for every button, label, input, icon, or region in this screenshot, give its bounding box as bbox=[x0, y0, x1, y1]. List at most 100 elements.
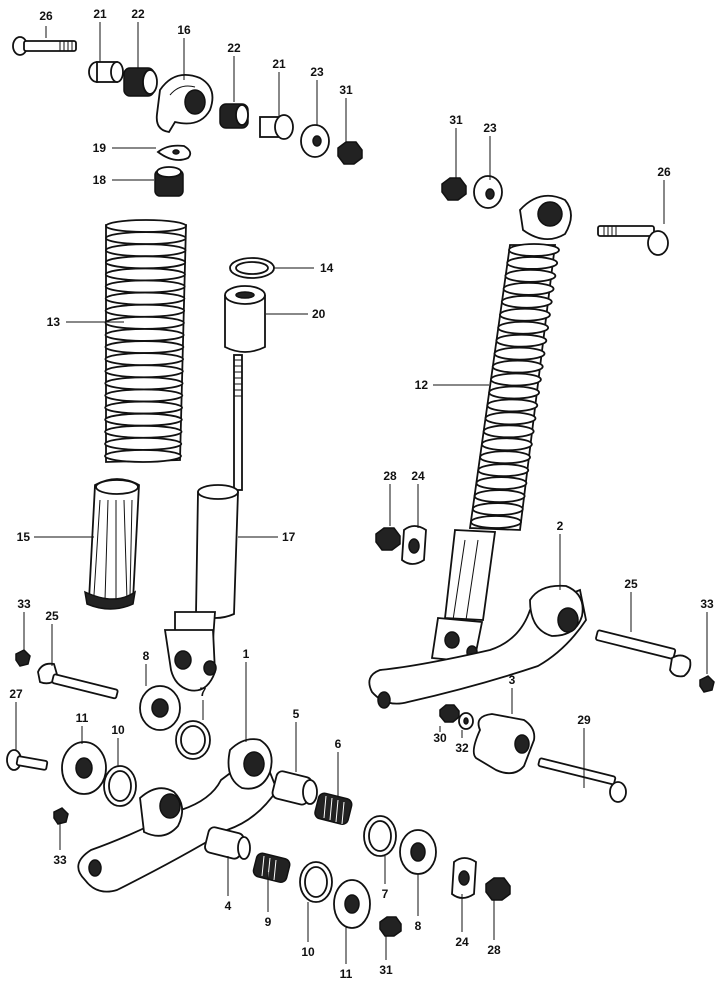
bolt-25-right bbox=[595, 629, 692, 678]
label-24-right: 24 bbox=[411, 469, 425, 483]
label-18: 18 bbox=[93, 173, 107, 187]
leader-lines bbox=[15, 22, 708, 964]
coil-turn bbox=[499, 307, 551, 322]
bolt-29 bbox=[537, 757, 627, 803]
label-23-left: 23 bbox=[310, 65, 324, 79]
label-33-top-left: 33 bbox=[17, 597, 31, 611]
label-9: 9 bbox=[265, 915, 272, 929]
coil-turn bbox=[104, 449, 182, 463]
coil-turn bbox=[502, 281, 555, 296]
label-12: 12 bbox=[415, 378, 429, 392]
label-22-top-right: 22 bbox=[227, 41, 241, 55]
label-33-bottom-left: 33 bbox=[53, 853, 67, 867]
label-26-right: 26 bbox=[657, 165, 671, 179]
ring-7-bottom bbox=[363, 815, 397, 857]
coil-turn bbox=[497, 320, 550, 335]
coil-turn bbox=[504, 269, 557, 283]
cap-11-bottom bbox=[333, 879, 371, 929]
coil-turn bbox=[491, 359, 544, 374]
coil-turn bbox=[482, 424, 535, 439]
nut-33-left-bottom bbox=[53, 807, 69, 825]
label-29: 29 bbox=[577, 713, 591, 727]
label-15: 15 bbox=[17, 530, 31, 544]
coil-turn bbox=[488, 385, 540, 400]
coil-turn bbox=[104, 243, 187, 258]
nut-28-right bbox=[375, 527, 401, 551]
coil-turn bbox=[104, 315, 185, 330]
coil-turn bbox=[104, 352, 185, 367]
bushing-4 bbox=[204, 826, 251, 860]
label-2: 2 bbox=[557, 519, 564, 533]
ring-10-bottom bbox=[299, 861, 333, 903]
label-16: 16 bbox=[177, 23, 191, 37]
bushing-21-right bbox=[259, 114, 294, 140]
bushing-5 bbox=[271, 770, 318, 806]
label-14: 14 bbox=[320, 261, 334, 275]
bolt-25-left bbox=[37, 662, 119, 700]
coil-turn bbox=[473, 489, 526, 503]
coil-turn bbox=[105, 231, 187, 246]
nut-31-right bbox=[441, 177, 467, 201]
coil-turn bbox=[104, 400, 183, 415]
label-3: 3 bbox=[509, 673, 516, 687]
stopper-20 bbox=[224, 285, 266, 353]
coil-turn bbox=[105, 219, 187, 233]
coil-turn bbox=[104, 279, 186, 294]
nut-33-right bbox=[699, 675, 715, 693]
washer-24-right bbox=[401, 525, 427, 565]
coil-turn bbox=[500, 294, 553, 309]
label-11-bottom: 11 bbox=[340, 967, 353, 981]
coil-turn bbox=[104, 303, 186, 318]
coil-turn bbox=[104, 364, 184, 379]
bushing-21-left bbox=[88, 61, 124, 83]
coil-turn bbox=[104, 388, 184, 403]
spring-13 bbox=[104, 219, 187, 463]
coil-turn bbox=[104, 340, 185, 354]
label-23-right: 23 bbox=[483, 121, 497, 135]
shock-eye-16 bbox=[155, 74, 214, 133]
label-22-top-left: 22 bbox=[131, 7, 145, 21]
label-25-left: 25 bbox=[45, 609, 59, 623]
damper-17 bbox=[163, 354, 243, 692]
swing-arm-2 bbox=[368, 584, 587, 709]
coil-turn bbox=[104, 267, 186, 282]
label-28-right: 28 bbox=[383, 469, 397, 483]
label-10-left: 10 bbox=[111, 723, 125, 737]
label-19: 19 bbox=[93, 141, 107, 155]
coil-turn bbox=[508, 243, 560, 257]
label-33-right: 33 bbox=[700, 597, 714, 611]
label-28-bottom: 28 bbox=[487, 943, 501, 957]
ring-7-top bbox=[175, 720, 211, 760]
coil-turn bbox=[493, 346, 546, 361]
ring-10-left bbox=[103, 765, 137, 807]
part-labels: 26 21 22 16 22 21 23 31 19 18 31 23 26 1… bbox=[9, 7, 714, 981]
coil-turn bbox=[475, 476, 528, 491]
nut-33-left-top bbox=[15, 649, 31, 667]
bushing-22-left bbox=[123, 67, 158, 97]
coil-turn bbox=[480, 437, 533, 452]
label-1: 1 bbox=[243, 647, 250, 661]
label-21-top-left: 21 bbox=[93, 7, 107, 21]
bolt-26-left bbox=[12, 36, 77, 56]
coil-turn bbox=[104, 412, 183, 427]
label-8-top: 8 bbox=[143, 649, 150, 663]
label-30: 30 bbox=[433, 731, 447, 745]
nut-31-left bbox=[337, 141, 363, 165]
coil-turn bbox=[477, 463, 530, 478]
label-17: 17 bbox=[282, 530, 296, 544]
washer-24-bottom bbox=[451, 857, 477, 899]
coil-turn bbox=[471, 502, 524, 516]
collar-18 bbox=[154, 166, 184, 197]
label-32: 32 bbox=[455, 741, 469, 755]
shock-assembly-12 bbox=[430, 194, 572, 663]
label-7-top: 7 bbox=[200, 685, 207, 699]
label-10-bottom: 10 bbox=[301, 945, 315, 959]
label-31-bottom: 31 bbox=[379, 963, 393, 977]
bushing-22-right bbox=[219, 103, 249, 129]
nut-30 bbox=[439, 704, 460, 723]
label-6: 6 bbox=[335, 737, 342, 751]
label-27: 27 bbox=[9, 687, 23, 701]
coil-turn bbox=[484, 411, 537, 426]
washer-14 bbox=[229, 257, 275, 279]
